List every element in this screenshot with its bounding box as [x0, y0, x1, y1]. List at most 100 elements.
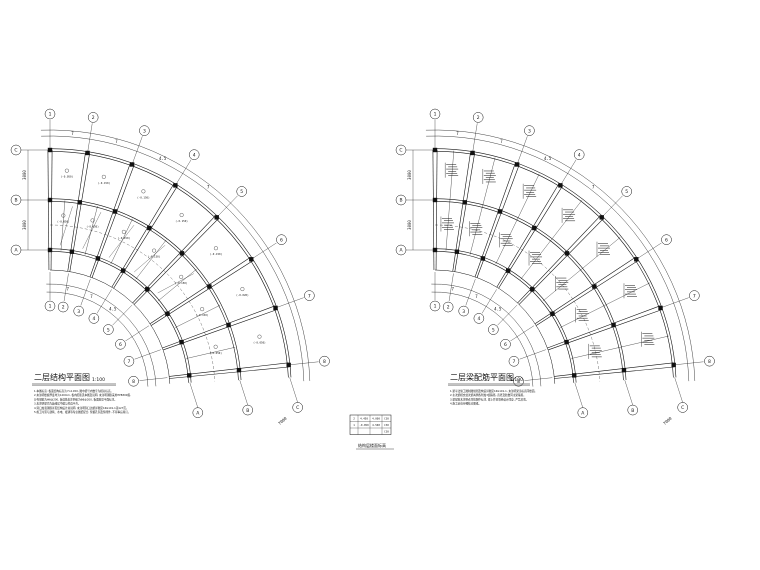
axis-bubble-7: 7: [123, 356, 135, 367]
svg-text:B: B: [631, 408, 634, 414]
note-line: 4.洞口加强钢筋详见结构设计总说明, 未注明洞口边梁详图见16G101-1第12…: [34, 406, 129, 410]
axis-bubble-3: 3: [73, 305, 84, 317]
svg-text:4: 4: [578, 152, 581, 158]
axis-bubble-8: 8: [128, 375, 139, 387]
svg-text:4: 4: [477, 316, 480, 322]
svg-text:C: C: [399, 148, 402, 154]
level-table-cell: C30: [384, 423, 389, 427]
axis-bubble-5: 5: [621, 186, 632, 197]
level-table-cell: 2: [353, 416, 355, 420]
dim-label: 7: [207, 184, 210, 189]
svg-text:8: 8: [323, 359, 326, 365]
slab-level-tag: (-0.050): [209, 351, 222, 355]
axis-bubble-1: 1: [44, 108, 56, 120]
svg-text:1: 1: [49, 304, 52, 310]
slab-level-tag: (-0.150): [196, 313, 209, 317]
dim-label: 7000: [277, 415, 288, 425]
slab-level-tag: (-0.020): [236, 293, 249, 297]
svg-text:C: C: [296, 405, 299, 411]
svg-text:5: 5: [625, 189, 628, 195]
axis-bubble-4: 4: [88, 313, 100, 324]
slab-level-tag: (-0.150): [98, 181, 111, 185]
axis-bubble-B: B: [395, 194, 407, 206]
slab-level-tag: (-0.150): [137, 195, 150, 199]
axis-bubble-1: 1: [44, 300, 56, 312]
left-plan-scale: 1:100: [92, 377, 105, 383]
axis-bubble-6: 6: [276, 234, 287, 245]
axis-bubble-A: A: [577, 407, 589, 418]
svg-text:2: 2: [92, 115, 95, 121]
dim-label: 7: [456, 131, 459, 136]
dim-label: 7: [500, 139, 503, 144]
dim-label: 7: [71, 131, 74, 136]
svg-text:B: B: [399, 198, 402, 204]
note-line: 3.未注明梁均为轴线居中或与柱边平齐。: [34, 402, 81, 406]
svg-text:A: A: [196, 410, 200, 416]
axis-bubble-3: 3: [524, 125, 535, 136]
dim-label: 7: [475, 294, 478, 299]
svg-text:2: 2: [447, 305, 450, 311]
note-line: 2.主次梁相交处次梁两侧各附加3组箍筋, 直径及肢数同主梁箍筋。: [450, 393, 526, 397]
svg-text:B: B: [14, 198, 17, 204]
left-plan-notes: 1.本图标高: 板面结构标高为 H-4.450, 图中括号内数字为相对标高。2.…: [34, 389, 131, 414]
dim-label: 3000: [22, 170, 27, 180]
level-table-cell: 4.500: [372, 423, 380, 427]
svg-text:4: 4: [92, 316, 95, 322]
note-line: 4.施工前请仔细核对图纸。: [450, 402, 481, 406]
axis-bubble-5: 5: [103, 324, 114, 335]
svg-text:1: 1: [49, 112, 52, 118]
svg-text:7: 7: [308, 293, 311, 299]
dim-label: 7000: [662, 415, 673, 425]
axis-bubble-B: B: [10, 194, 22, 206]
svg-text:C: C: [14, 148, 17, 154]
axis-bubble-2: 2: [472, 112, 484, 123]
level-table-caption: 结构层楼面标高: [358, 442, 386, 448]
dim-label: 4.5: [109, 307, 117, 312]
slab-level-tag: (-0.150): [148, 255, 161, 259]
axis-bubble-8: 8: [319, 355, 330, 367]
svg-text:5: 5: [492, 327, 495, 333]
svg-text:6: 6: [119, 342, 122, 348]
axis-bubble-4: 4: [188, 149, 200, 160]
svg-text:3: 3: [143, 128, 146, 134]
dim-label: 7: [592, 184, 595, 189]
axis-bubble-C: C: [395, 144, 407, 156]
axis-bubble-7: 7: [508, 356, 520, 367]
axis-bubble-C: C: [10, 144, 22, 156]
axis-bubble-6: 6: [661, 234, 672, 245]
dim-label: 4.5: [159, 156, 167, 161]
svg-text:2: 2: [477, 115, 480, 121]
dim-label: 3000: [407, 170, 412, 180]
axis-bubble-3: 3: [458, 305, 469, 317]
note-line: 1.本图标高: 板面结构标高为 H-4.450, 图中括号内数字为相对标高。: [34, 389, 113, 393]
svg-text:3: 3: [462, 309, 465, 315]
axis-bubble-1: 1: [429, 300, 441, 312]
level-table-cell: C30: [384, 429, 389, 433]
dim-label: 7: [452, 287, 455, 292]
note-line: 分布钢筋为Φ6@200, 板底筋未注明者为Φ8@200, 板面筋见平面标注。: [34, 397, 117, 401]
level-table-cell: 4.450: [360, 416, 368, 420]
axis-bubble-B: B: [242, 404, 253, 416]
axis-bubble-2: 2: [57, 301, 69, 313]
dim-label: 3000: [407, 220, 412, 230]
level-table-cell: -0.050: [359, 423, 369, 427]
svg-text:8: 8: [517, 379, 520, 385]
note-line: 1.梁平法施工图制图规则及构造详图见16G101-1, 未注明梁顶标高同楼面。: [450, 389, 537, 393]
svg-text:3: 3: [77, 309, 80, 315]
slab-level-tag: (-0.050): [61, 175, 74, 179]
slab-level-tag: (-0.150): [175, 219, 188, 223]
axis-bubble-B: B: [627, 404, 638, 416]
svg-text:6: 6: [665, 237, 668, 243]
axis-bubble-7: 7: [689, 290, 700, 301]
right-plan-title: 二层梁配筋平面图: [450, 372, 514, 382]
axis-bubble-2: 2: [442, 301, 454, 313]
slab-level-tag: (-0.050): [86, 224, 99, 228]
axis-bubble-C: C: [677, 402, 688, 413]
svg-text:3: 3: [528, 128, 531, 134]
right-plan-scale: 1:100: [510, 377, 523, 383]
axis-bubble-7: 7: [304, 290, 315, 301]
dim-label: 7: [90, 294, 93, 299]
